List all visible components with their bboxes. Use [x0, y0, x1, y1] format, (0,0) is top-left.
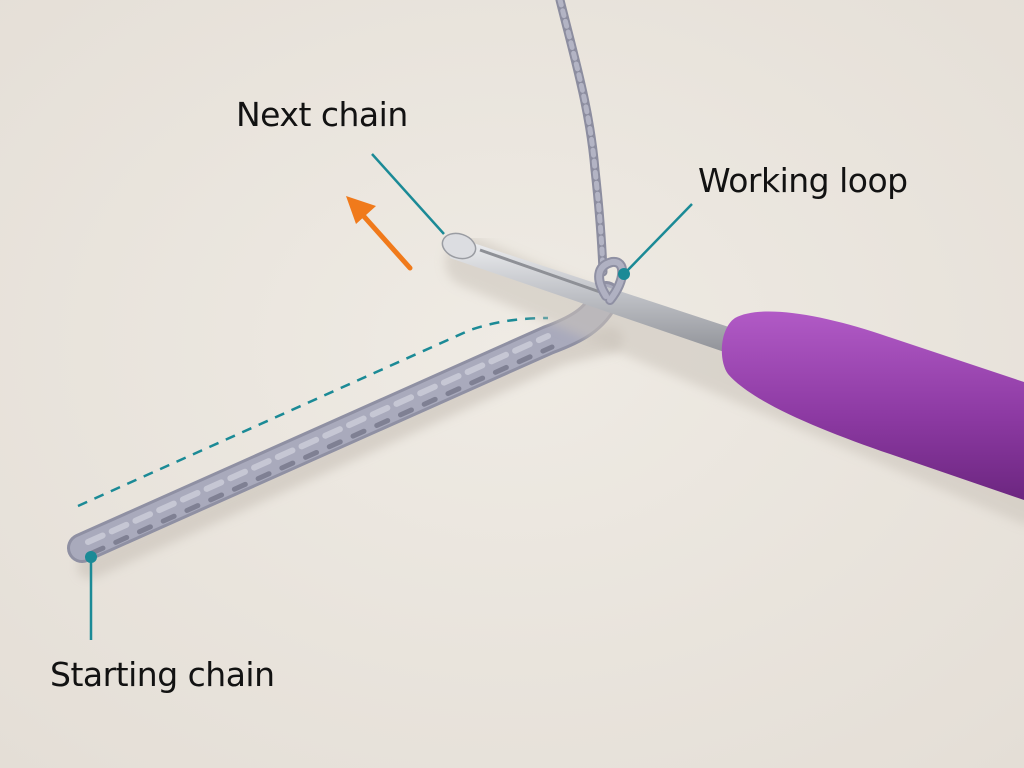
working-loop-marker	[618, 268, 630, 280]
arrow-up-left-icon	[346, 196, 413, 271]
crochet-hook	[441, 232, 744, 356]
starting-chain-label: Starting chain	[50, 655, 275, 694]
working-loop-label: Working loop	[698, 161, 908, 200]
working-loop-callout-line	[623, 203, 693, 275]
yarn-strand	[555, 0, 608, 277]
next-chain-label: Next chain	[236, 95, 408, 134]
hook-tip	[441, 232, 477, 260]
working-loop-yarn	[594, 257, 628, 305]
next-chain-callout-line	[371, 153, 445, 235]
starting-chain-marker	[85, 551, 97, 563]
crochet-hook-handle	[721, 311, 1024, 500]
chain-shadow	[77, 327, 623, 579]
